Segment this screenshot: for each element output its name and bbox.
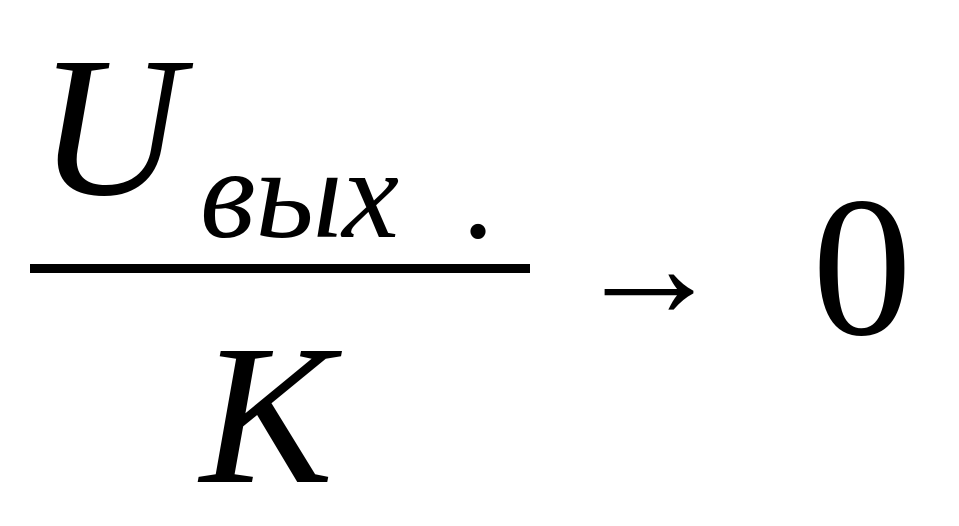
numerator-subscript-dot: .	[462, 123, 494, 265]
fraction-bar	[30, 264, 530, 273]
numerator-symbol: U	[38, 17, 183, 238]
limit-value: 0	[812, 157, 912, 378]
right-arrow-icon: →	[574, 184, 724, 350]
denominator-symbol: K	[200, 305, 334, 526]
numerator-subscript: вых	[200, 123, 400, 265]
